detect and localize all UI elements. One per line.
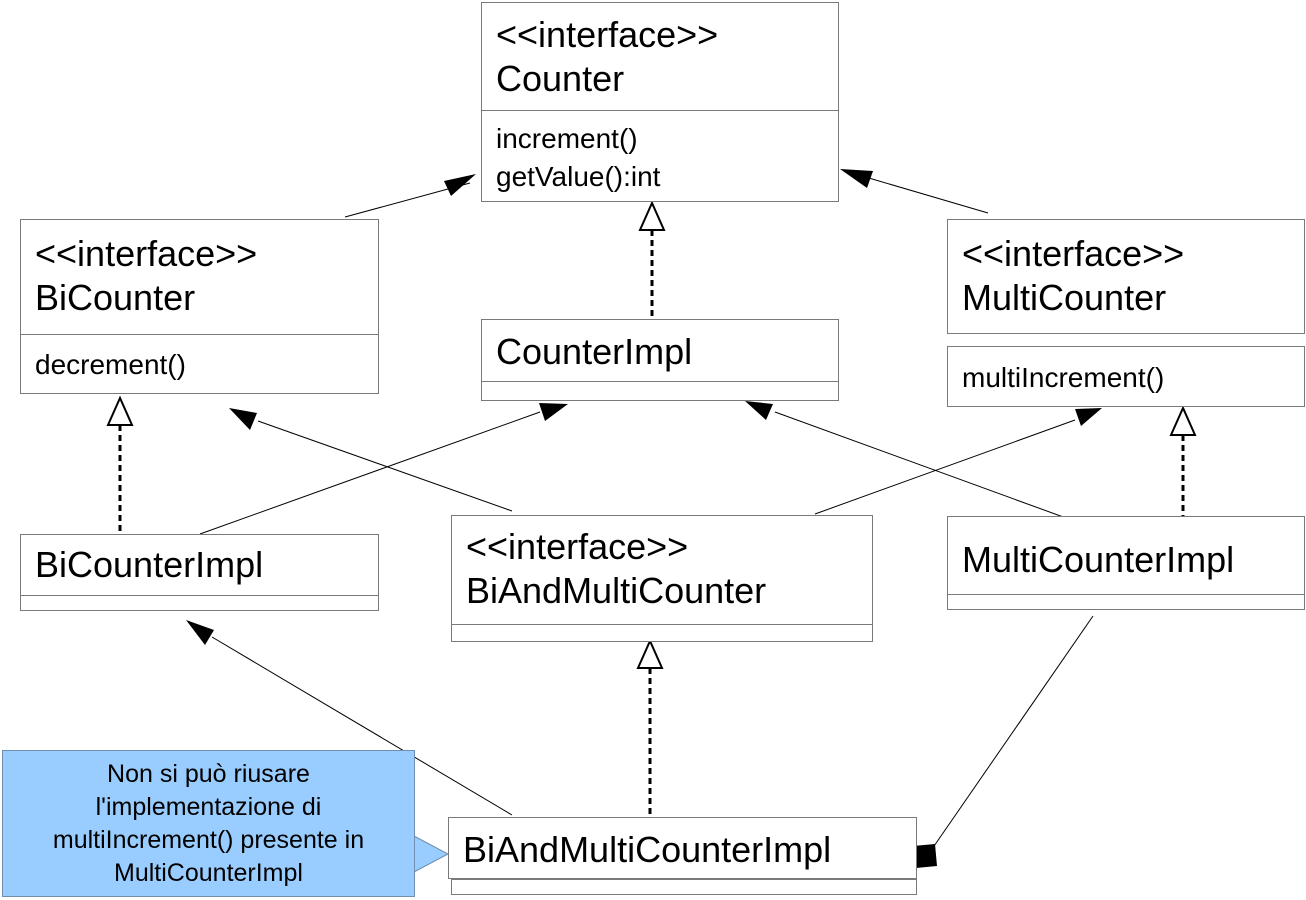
arrowhead-hollow-biandmulticounter — [636, 638, 664, 669]
arrowhead-filled-bicounterimpl — [186, 620, 214, 645]
composition-diamond — [913, 844, 937, 868]
edge-multicounterimpl-extends-counterimpl — [774, 411, 1078, 523]
class-name-bicounter: BiCounter — [35, 277, 196, 318]
note-line: MultiCounterImpl — [114, 858, 303, 887]
class-biandmulticounterimpl[interactable]: BiAndMultiCounterImpl — [448, 817, 917, 879]
class-biandmulticounterimpl-empty-section — [451, 879, 917, 895]
stereotype-label: <<interface>> — [496, 14, 719, 55]
arrowhead-filled-counter-left — [444, 174, 476, 196]
class-name-biandmulticounterimpl: BiAndMultiCounterImpl — [463, 829, 832, 870]
stereotype-label: <<interface>> — [962, 233, 1185, 274]
stereotype-label: <<interface>> — [35, 233, 258, 274]
class-multicounterimpl[interactable]: MultiCounterImpl — [947, 516, 1305, 610]
class-name-multicounterimpl: MultiCounterImpl — [962, 539, 1235, 580]
note-line: l'implementazione di — [95, 792, 322, 821]
note-text: Non si può riusare l'implementazione di … — [53, 758, 364, 890]
class-name-biandmulticounter: BiAndMultiCounter — [466, 570, 767, 611]
class-bicounterimpl[interactable]: BiCounterImpl — [20, 534, 379, 611]
stereotype-label: <<interface>> — [466, 526, 689, 567]
arrowhead-filled-counterimpl-left — [539, 403, 568, 421]
method-getvalue: getValue():int — [496, 161, 661, 192]
class-counterimpl[interactable]: CounterImpl — [481, 319, 839, 401]
edge-biandmulticounter-extends-bicounter — [257, 420, 513, 512]
arrowhead-filled-counter-right — [840, 169, 873, 188]
arrowhead-filled-multicounter — [1075, 408, 1102, 426]
note-line: multiIncrement() presente in — [52, 825, 365, 854]
arrowhead-filled-bicounter — [229, 408, 257, 430]
class-multicounter[interactable]: <<interface>> MultiCounter — [947, 219, 1305, 334]
class-name-bicounterimpl: BiCounterImpl — [35, 544, 264, 585]
method-multiincrement: multiIncrement() — [962, 362, 1165, 393]
edge-bicounterimpl-extends-counterimpl — [199, 411, 541, 535]
class-name-multicounter: MultiCounter — [962, 277, 1167, 318]
class-bicounter[interactable]: <<interface>> BiCounter decrement() — [20, 219, 379, 394]
method-increment: increment() — [496, 123, 638, 154]
edge-multicounter-extends-counter — [861, 175, 989, 214]
class-name-counter: Counter — [496, 58, 625, 99]
arrowhead-filled-counterimpl-right — [745, 401, 773, 420]
comment-note: Non si può riusare l'implementazione di … — [2, 750, 415, 897]
arrowhead-hollow-counter — [638, 200, 666, 231]
edge-composition-multicounterimpl — [931, 615, 1094, 850]
arrowhead-hollow-bicounter — [106, 395, 134, 426]
edge-biandmulticounter-extends-multicounter — [814, 419, 1076, 515]
edge-biandmulticounterimpl-extends-bicounterimpl — [211, 636, 513, 816]
class-biandmulticounter[interactable]: <<interface>> BiAndMultiCounter — [451, 515, 873, 642]
class-multicounter-operations: multiIncrement() — [947, 346, 1305, 407]
arrowhead-hollow-multicounter — [1169, 405, 1197, 436]
note-pointer — [413, 835, 450, 873]
class-name-counterimpl: CounterImpl — [496, 331, 693, 372]
class-counter[interactable]: <<interface>> Counter increment() getVal… — [481, 2, 839, 202]
method-decrement: decrement() — [35, 349, 186, 380]
note-line: Non si può riusare — [107, 759, 310, 788]
